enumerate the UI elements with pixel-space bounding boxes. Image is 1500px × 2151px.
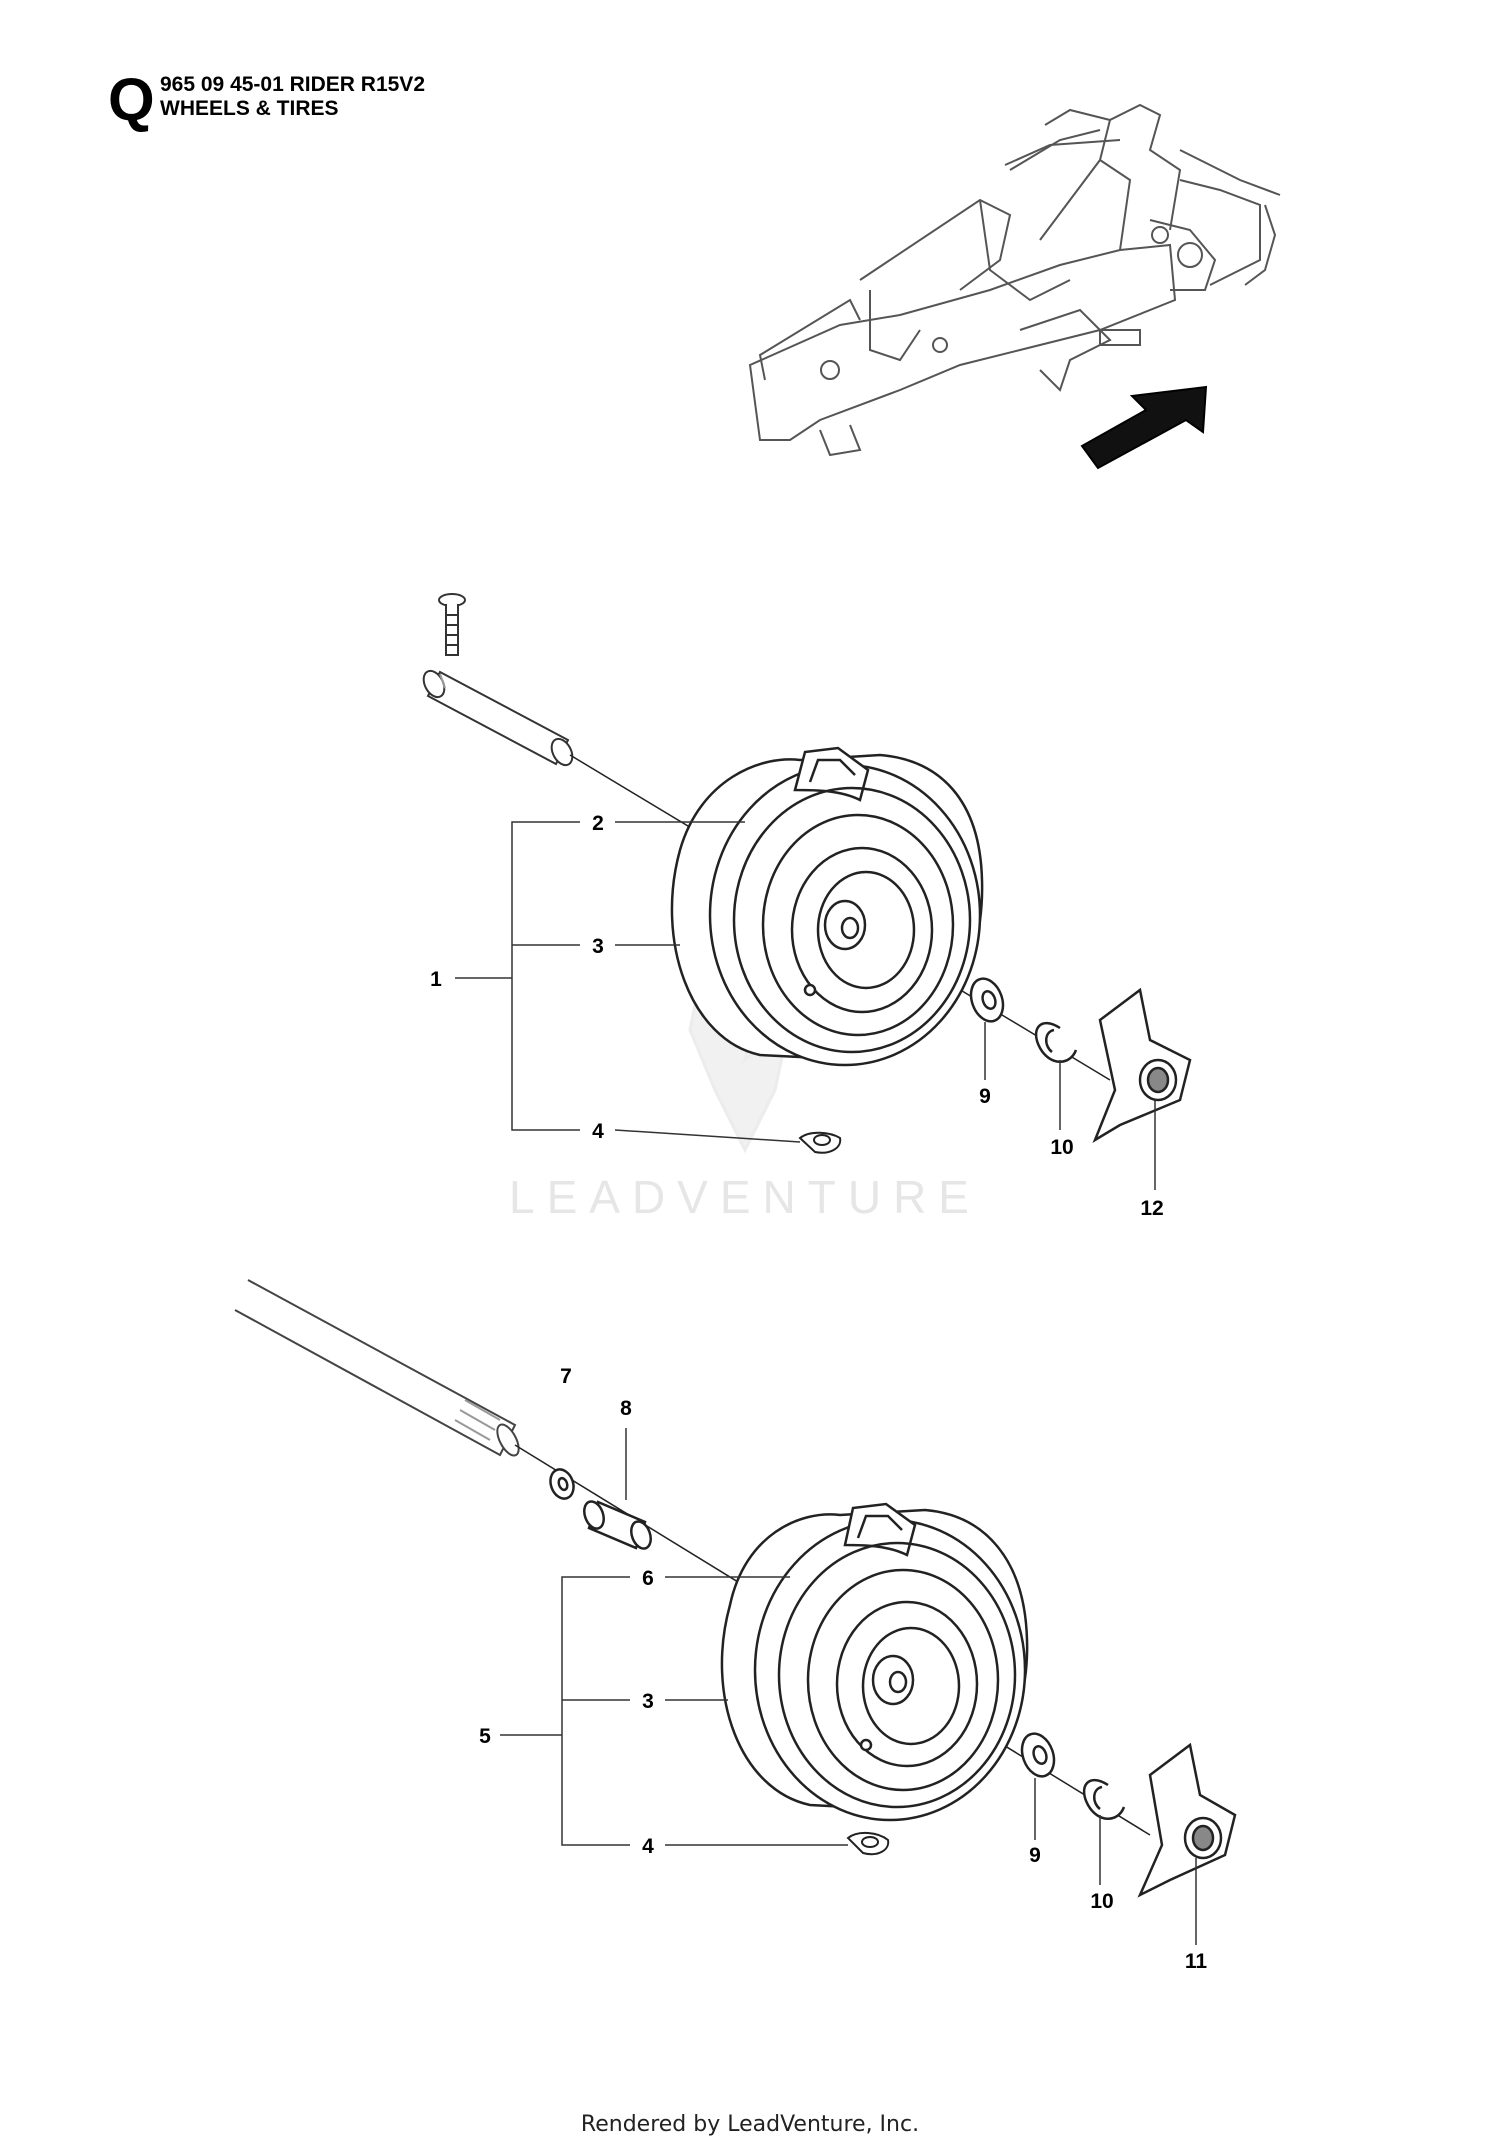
callout-10-rear: 10 <box>1090 1890 1113 1913</box>
tractor-frame-locator-icon <box>748 103 1281 457</box>
shaft-washer <box>549 1468 575 1500</box>
callout-11: 11 <box>1185 1950 1208 1973</box>
valve-stem <box>798 1131 842 1154</box>
spacer-bushing <box>583 1500 652 1550</box>
rear-hub-cap <box>1137 1742 1237 1898</box>
callout-3-rear: 3 <box>642 1690 654 1713</box>
watermark-text: LEADVENTURE <box>509 1171 981 1223</box>
callout-6: 6 <box>642 1567 654 1590</box>
front-wheel-assembly: 1 2 3 4 9 10 12 <box>422 593 1192 1220</box>
locator-arrow-icon <box>1080 385 1208 470</box>
rear-retaining-clip <box>1082 1778 1126 1820</box>
callout-7: 7 <box>560 1365 572 1388</box>
callout-9-front: 9 <box>979 1085 991 1108</box>
callout-4-rear: 4 <box>642 1835 654 1858</box>
rear-tire <box>720 1502 1029 1822</box>
carriage-bolt <box>438 593 466 656</box>
axle-pin <box>422 669 574 767</box>
section-title: WHEELS & TIRES <box>160 97 339 120</box>
hub-cap <box>1092 987 1192 1143</box>
callout-10-front: 10 <box>1050 1136 1073 1159</box>
front-callout-leaders <box>455 821 1156 1190</box>
callout-9-rear: 9 <box>1029 1844 1041 1867</box>
rear-axle-shaft <box>234 1279 520 1457</box>
model-line: 965 09 45-01 RIDER R15V2 <box>160 73 425 96</box>
flat-washer <box>969 977 1005 1023</box>
rear-callout-leaders <box>500 1428 1197 1945</box>
rear-valve-stem <box>846 1832 890 1856</box>
callout-1: 1 <box>430 968 442 991</box>
footer-credit: Rendered by LeadVenture, Inc. <box>580 2112 920 2137</box>
callout-8: 8 <box>620 1397 632 1420</box>
callout-12: 12 <box>1140 1197 1163 1220</box>
front-tire <box>670 746 984 1067</box>
callout-4-front: 4 <box>592 1120 604 1143</box>
section-letter: Q <box>108 66 155 133</box>
callout-2: 2 <box>592 812 604 835</box>
callout-5: 5 <box>479 1725 491 1748</box>
retaining-clip <box>1034 1021 1078 1063</box>
callout-3-front: 3 <box>592 935 604 958</box>
rear-flat-washer <box>1020 1732 1056 1778</box>
rear-wheel-assembly: 7 8 6 3 5 4 9 10 11 <box>234 1279 1237 1973</box>
